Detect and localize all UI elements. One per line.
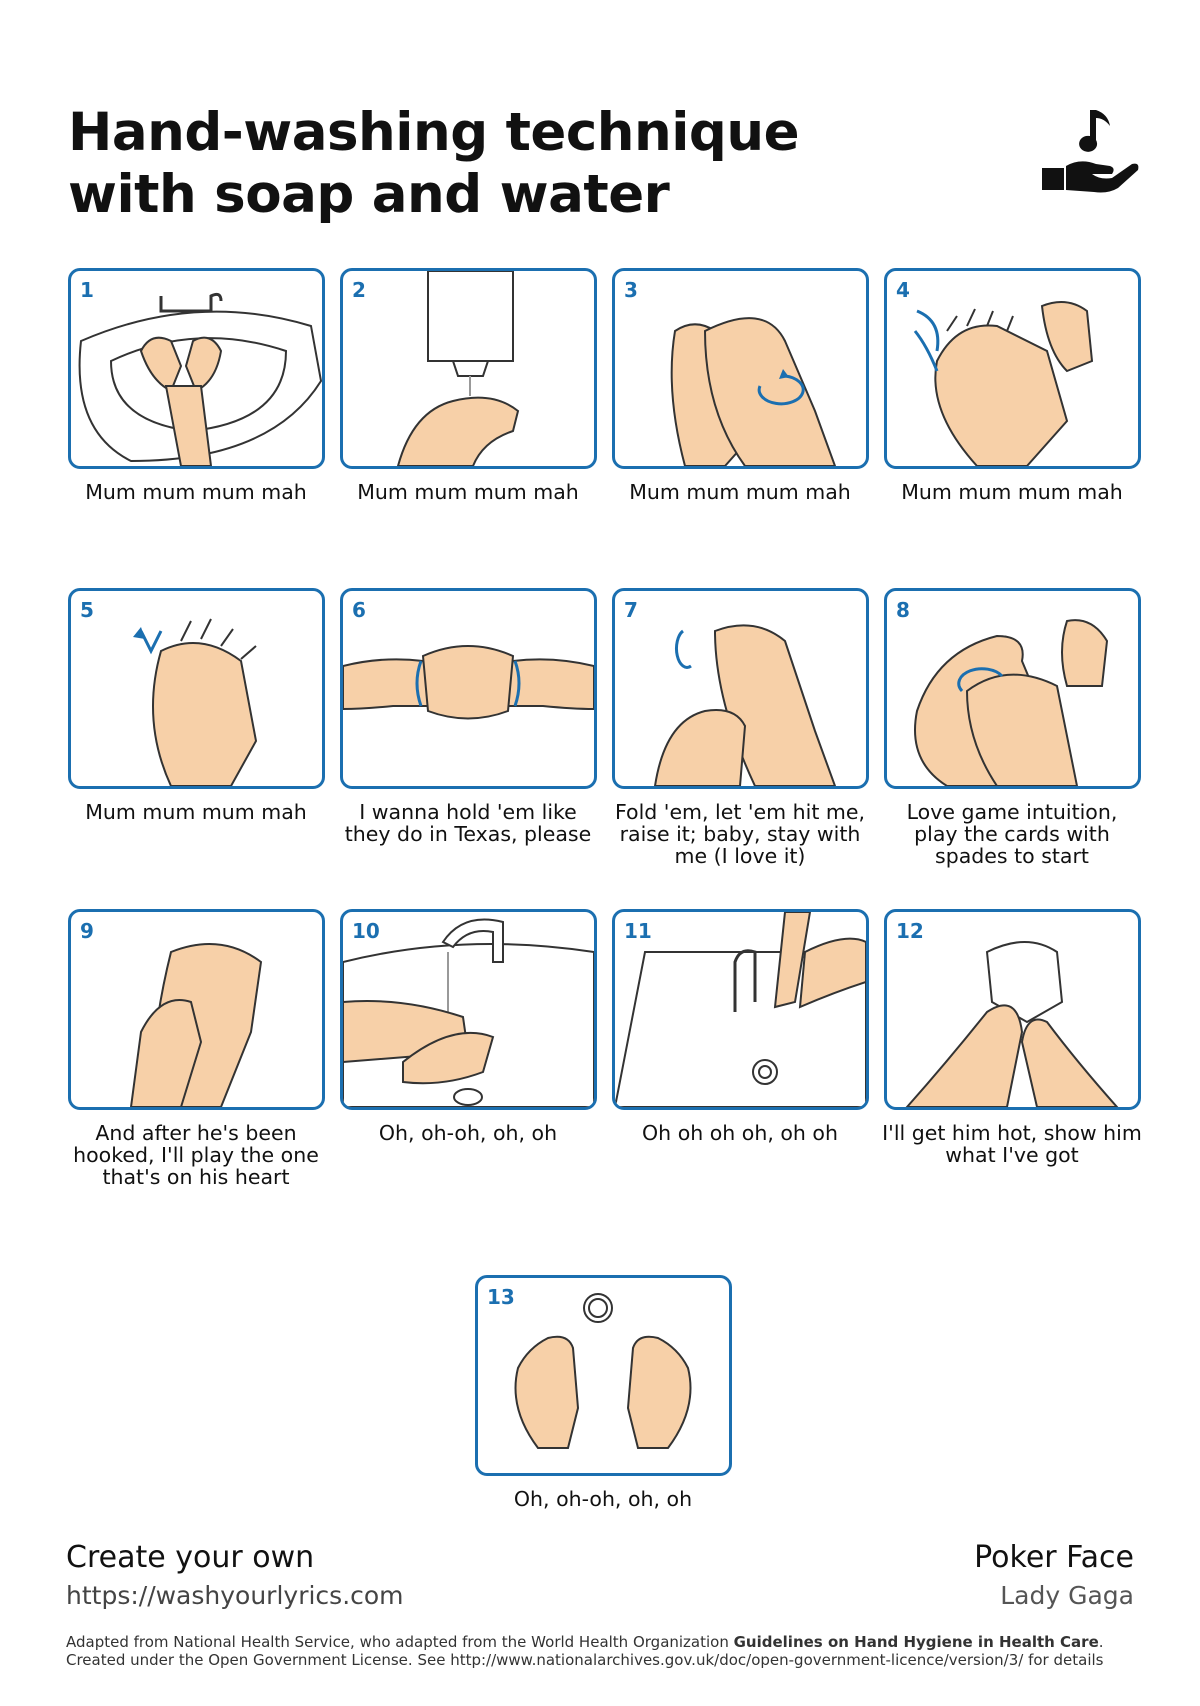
step-illustration: 7 — [612, 588, 869, 789]
step-illustration: 3 — [612, 268, 869, 469]
step-number: 7 — [624, 598, 638, 622]
step-illustration: 12 — [884, 909, 1141, 1110]
create-your-own-text: Create your own — [66, 1540, 315, 1575]
step-caption: And after he's been hooked, I'll play th… — [73, 1121, 319, 1189]
step-illustration: 5 — [68, 588, 325, 789]
step-number: 9 — [80, 919, 94, 943]
title-line-2: with soap and water — [68, 164, 670, 225]
step-card: 3 Mum mum mum mah — [612, 268, 869, 504]
step-card: 13 Oh, oh-oh, oh, oh — [475, 1275, 732, 1511]
step-card: 2 Mum mum mum mah — [340, 268, 597, 504]
step-caption: Mum mum mum mah — [357, 480, 579, 504]
credits: Adapted from National Health Service, wh… — [66, 1633, 1146, 1669]
footer-left: Create your own https://washyourlyrics.c… — [66, 1540, 404, 1610]
step-caption: Oh, oh-oh, oh, oh — [378, 1121, 558, 1145]
step-number: 1 — [80, 278, 94, 302]
sink-wet-hands-icon — [78, 292, 322, 466]
step-caption: I'll get him hot, show him what I've got — [882, 1121, 1142, 1167]
step-caption: Fold 'em, let 'em hit me, raise it; baby… — [614, 800, 865, 868]
step-card: 4 Mum mum mum mah — [884, 268, 1141, 504]
step-caption: I wanna hold 'em like they do in Texas, … — [344, 800, 592, 846]
step-number: 12 — [896, 919, 924, 943]
towel-dry-icon — [905, 941, 1119, 1107]
step-illustration: 9 — [68, 909, 325, 1110]
interlaced-fingers-icon — [133, 618, 258, 786]
step-illustration: 8 — [884, 588, 1141, 789]
license-text: Created under the Open Government Licens… — [66, 1651, 1104, 1669]
step-number: 6 — [352, 598, 366, 622]
step-illustration: 1 — [68, 268, 325, 469]
wrist-rub-icon — [129, 943, 263, 1107]
back-of-hands-icon — [913, 301, 1094, 466]
guidelines-title: Guidelines on Hand Hygiene in Health Car… — [733, 1633, 1099, 1651]
step-number: 10 — [352, 919, 380, 943]
step-number: 3 — [624, 278, 638, 302]
footer-right: Poker Face Lady Gaga — [974, 1540, 1134, 1610]
rinse-hands-icon — [343, 918, 594, 1107]
step-caption: Love game intuition, play the cards with… — [906, 800, 1118, 868]
step-number: 11 — [624, 919, 652, 943]
step-card: 10 Oh, oh-oh, oh, oh — [340, 909, 597, 1145]
music-note-hand-icon — [1042, 110, 1139, 193]
palm-to-palm-icon — [670, 317, 837, 466]
step-caption: Mum mum mum mah — [85, 800, 307, 824]
artist-name: Lady Gaga — [1000, 1581, 1134, 1610]
step-number: 8 — [896, 598, 910, 622]
step-card: 5 Mum mum mum mah — [68, 588, 325, 824]
step-number: 5 — [80, 598, 94, 622]
step-number: 13 — [487, 1285, 515, 1309]
step-card: 12 I'll get him hot, show him what I've … — [882, 909, 1142, 1167]
step-card: 1 Mum mum mum mah — [68, 268, 325, 504]
step-caption: Mum mum mum mah — [629, 480, 851, 504]
website-link[interactable]: https://washyourlyrics.com — [66, 1581, 404, 1610]
step-caption: Oh, oh-oh, oh, oh — [513, 1487, 693, 1511]
step-illustration: 6 — [340, 588, 597, 789]
soap-dispenser-icon — [396, 271, 520, 466]
step-illustration: 2 — [340, 268, 597, 469]
fingertips-on-palm-icon — [914, 619, 1109, 786]
turn-off-tap-icon — [615, 912, 866, 1107]
step-illustration: 13 — [475, 1275, 732, 1476]
step-card: 9 And after he's been hooked, I'll play … — [68, 909, 325, 1189]
step-illustration: 10 — [340, 909, 597, 1110]
song-title: Poker Face — [974, 1540, 1134, 1575]
step-caption: Mum mum mum mah — [85, 480, 307, 504]
step-caption: Mum mum mum mah — [901, 480, 1123, 504]
step-card: 11 Oh oh oh oh, oh oh — [612, 909, 869, 1145]
step-card: 6 I wanna hold 'em like they do in Texas… — [340, 588, 597, 846]
credits-period: . — [1098, 1633, 1104, 1651]
thumb-rotation-icon — [653, 624, 837, 786]
step-illustration: 4 — [884, 268, 1141, 469]
credits-adapted: Adapted from National Health Service, wh… — [66, 1633, 734, 1651]
title-line-1: Hand-washing technique — [68, 102, 800, 163]
step-number: 2 — [352, 278, 366, 302]
step-caption: Oh oh oh oh, oh oh — [642, 1121, 838, 1145]
step-card: 8 Love game intuition, play the cards wi… — [884, 588, 1141, 868]
step-illustration: 11 — [612, 909, 869, 1110]
clean-hands-icon — [514, 1293, 692, 1449]
page-title: Hand-washing technique with soap and wat… — [68, 102, 800, 226]
step-card: 7 Fold 'em, let 'em hit me, raise it; ba… — [612, 588, 869, 868]
step-number: 4 — [896, 278, 910, 302]
interlocked-fingers-icon — [343, 645, 594, 720]
